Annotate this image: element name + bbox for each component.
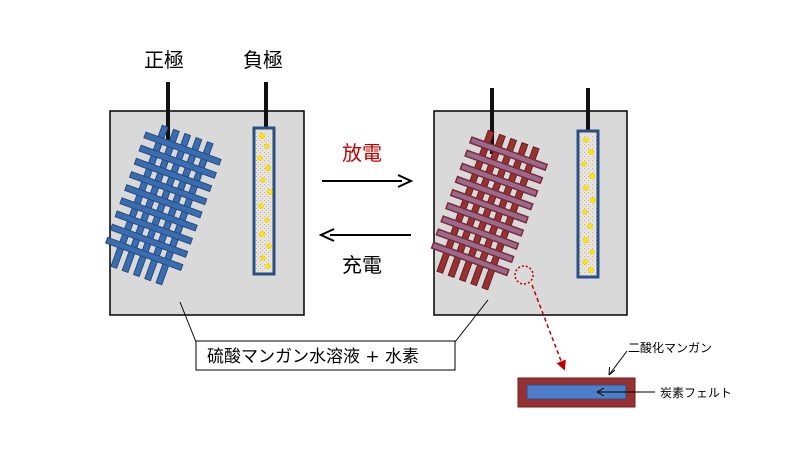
zoom-circle (514, 265, 534, 285)
label-electrolyte: 硫酸マンガン水溶液 + 水素 (207, 347, 419, 367)
left-negative-electrode (252, 126, 276, 276)
charge-arrow (318, 228, 411, 242)
left-positive-mesh (104, 124, 222, 286)
right-hydrogen-bubbles (581, 137, 596, 273)
right-cell (430, 88, 628, 316)
right-negative-electrode (576, 129, 600, 279)
mno2-pointer (608, 350, 628, 376)
electrolyte-leader-left (179, 301, 197, 343)
label-charge: 充電 (342, 253, 382, 277)
left-cell (104, 82, 305, 316)
right-negative-terminal (586, 88, 590, 133)
label-manganese-dioxide: 二酸化マンガン (628, 340, 712, 355)
left-negative-terminal (264, 82, 268, 130)
left-positive-terminal (166, 82, 170, 144)
label-negative-electrode: 負極 (243, 48, 283, 72)
right-positive-terminal (490, 88, 494, 154)
right-positive-mesh (430, 129, 549, 291)
left-hydrogen-bubbles (257, 133, 273, 269)
discharge-arrow (322, 174, 414, 188)
label-positive-electrode: 正極 (144, 48, 184, 72)
cross-section (517, 377, 636, 408)
electrolyte-label-box (195, 340, 456, 371)
zoom-arrow (531, 284, 566, 371)
label-carbon-felt: 炭素フェルト (660, 386, 732, 400)
label-discharge: 放電 (342, 141, 382, 165)
electrolyte-leader-right (454, 299, 489, 343)
